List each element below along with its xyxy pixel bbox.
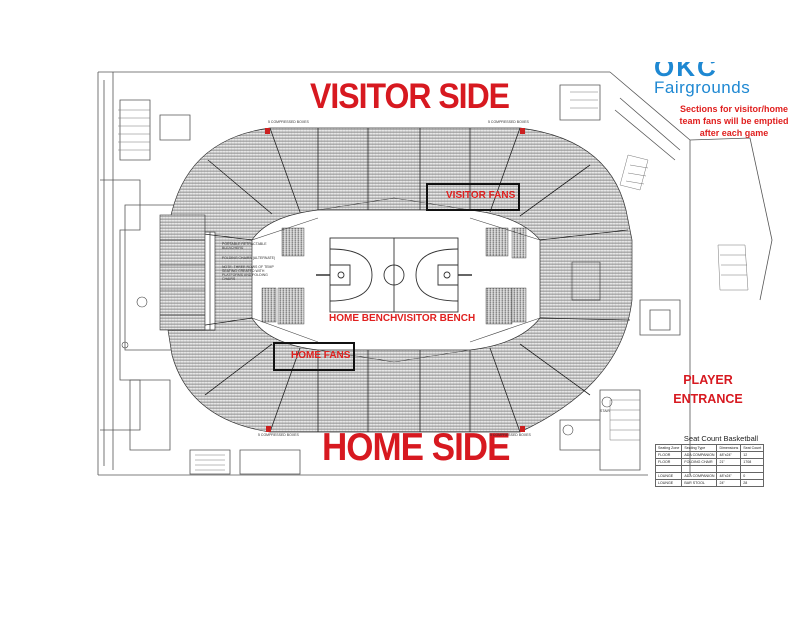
- logo-wordmark: Fairgrounds: [654, 78, 751, 97]
- basketball-court: [316, 237, 472, 313]
- home-bench-label: HOME BENCH: [329, 313, 398, 324]
- compressed-boxes-note: 5 COMPRESSED BOXES: [490, 433, 531, 437]
- home-side-title: HOME SIDE: [322, 426, 510, 469]
- tunnel-markers: [265, 128, 525, 432]
- table-row: FLOOR FOLDING CHAIR 21" 1708: [654, 458, 765, 466]
- compressed-boxes-note: 5 COMPRESSED BOXES: [268, 120, 309, 124]
- visitor-bench-label: VISITOR BENCH: [397, 313, 476, 324]
- west-end-seating: [159, 214, 206, 331]
- section-dividers: [171, 127, 631, 433]
- table-row: FLOOR ADA COMPANION 48"x24" 12: [654, 451, 765, 459]
- table-row: LOUNGE ADA COMPANION 48"x24" 0: [654, 472, 765, 480]
- table-cell: FLOOR: [654, 451, 683, 459]
- table-cell: BAR STOOL: [681, 479, 718, 487]
- table-cell: 28: [740, 479, 765, 487]
- okc-fairgrounds-logo: OKC Fairgrounds: [654, 62, 794, 98]
- seat-count-table: Seating Zone Seating Type Dimensions Sea…: [654, 444, 765, 487]
- table-cell: LOUNGE: [654, 479, 683, 487]
- stair-markers: [121, 296, 613, 436]
- temp-seating-note: NOTE: THREE ROWS OF TEMP SEATING CREATED…: [222, 265, 274, 281]
- floor-perimeter: [251, 197, 541, 363]
- table-header: Seating Zone: [654, 444, 683, 452]
- table-header: Seating Type: [681, 444, 718, 452]
- table-row: [654, 465, 765, 473]
- logo-wordmark-top: OKC: [654, 62, 718, 78]
- table-cell: LOUNGE: [654, 472, 683, 480]
- table-cell: FLOOR: [654, 458, 683, 466]
- fan-section-note: Sections for visitor/home team fans will…: [679, 104, 789, 138]
- table-cell: 0: [740, 472, 765, 480]
- table-cell: 1708: [740, 458, 765, 466]
- table-cell: [681, 465, 718, 473]
- table-cell: 12: [740, 451, 765, 459]
- seating-bowl: [167, 127, 633, 433]
- visitor-fans-label: VISITOR FANS: [446, 190, 516, 201]
- table-cell: [654, 465, 683, 473]
- table-row: LOUNGE BAR STOOL 24" 28: [654, 479, 765, 487]
- stair-note: STAIR: [600, 409, 611, 413]
- table-cell: 24": [716, 479, 742, 487]
- table-cell: [716, 465, 742, 473]
- table-cell: ADA COMPANION: [681, 451, 718, 459]
- folding-chairs-note: FOLDING CHAIRS (ALTERNATE): [222, 256, 276, 260]
- table-cell: 48"x24": [716, 472, 742, 480]
- visitor-fans-section: [426, 183, 520, 211]
- home-fans-section: [273, 342, 355, 371]
- architecture-hatching: [118, 91, 749, 471]
- visitor-side-title: VISITOR SIDE: [310, 76, 510, 116]
- compressed-boxes-note: 5 COMPRESSED BOXES: [258, 433, 299, 437]
- table-header: Dimensions: [716, 444, 742, 452]
- table-cell: FOLDING CHAIR: [681, 458, 718, 466]
- table-cell: [740, 465, 765, 473]
- seat-count-title: Seat Count Basketball: [683, 434, 759, 443]
- compressed-boxes-note: 5 COMPRESSED BOXES: [488, 120, 529, 124]
- home-fans-label: HOME FANS: [291, 350, 351, 361]
- floor-seating: [261, 227, 527, 325]
- table-cell: ADA COMPANION: [681, 472, 718, 480]
- table-cell: 21": [716, 458, 742, 466]
- east-end-seating: [571, 261, 601, 301]
- table-header-row: Seating Zone Seating Type Dimensions Sea…: [654, 444, 765, 452]
- table-header: Seat Count: [740, 444, 765, 452]
- table-cell: 48"x24": [716, 451, 742, 459]
- bleachers-note: PORTABLE RETRACTABLE BLEACHERS: [222, 242, 267, 250]
- player-entrance-label: PLAYER ENTRANCE: [673, 373, 743, 406]
